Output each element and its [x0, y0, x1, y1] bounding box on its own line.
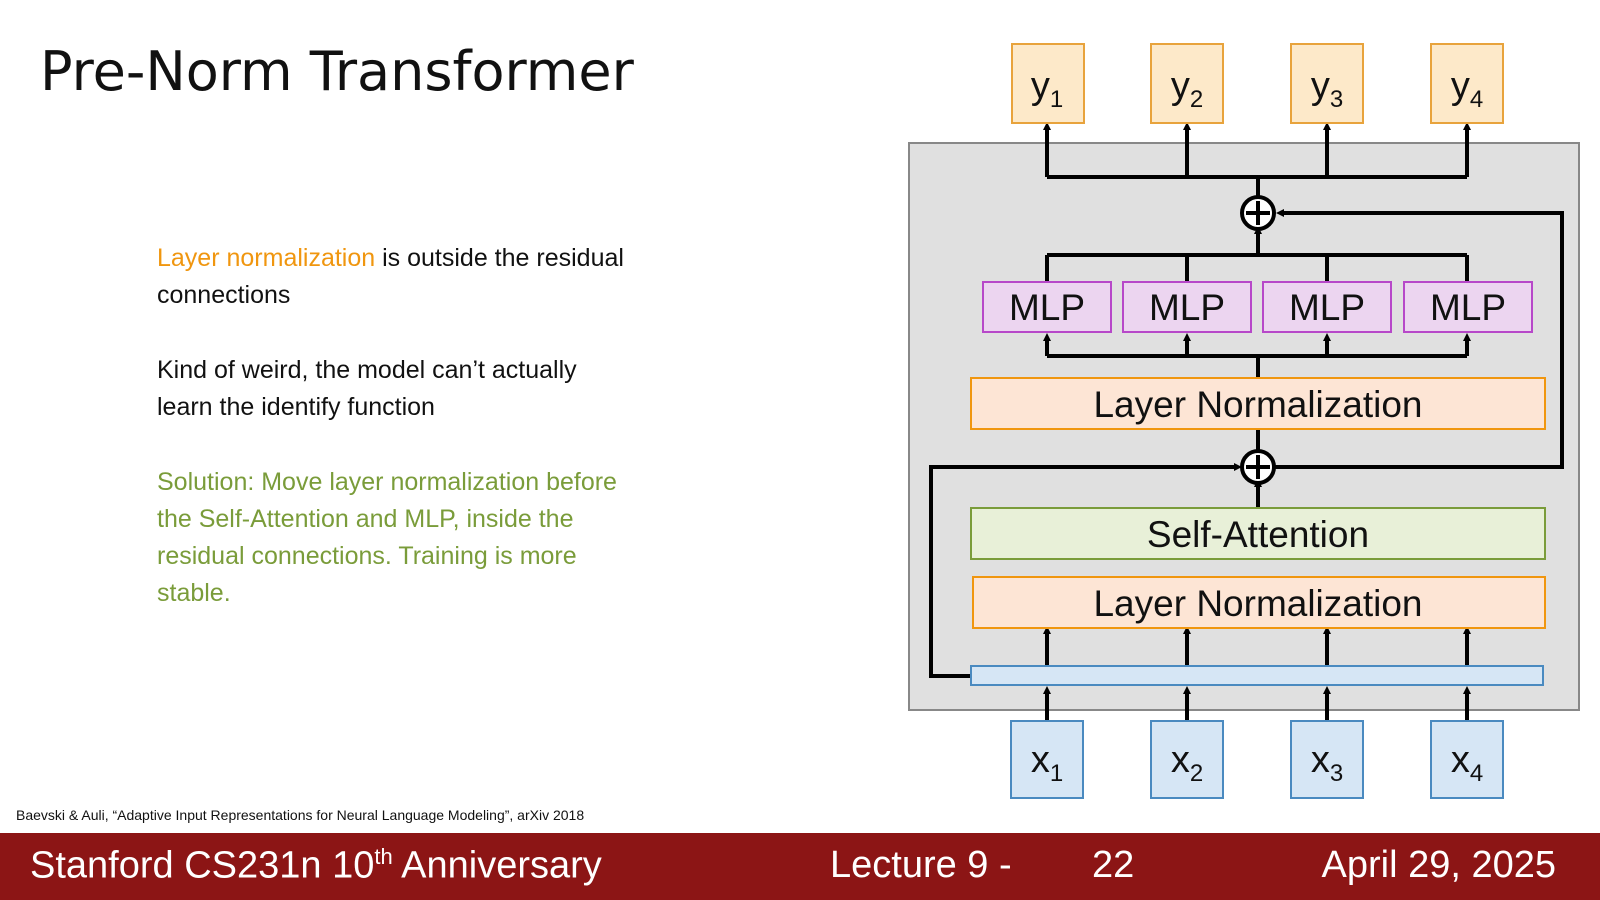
input-label-1: x1 — [1031, 739, 1063, 787]
bullet-highlight: Layer normalization — [157, 244, 376, 272]
residual-1 — [929, 463, 1242, 678]
input-tokens: x1 x2 x3 x4 — [1010, 720, 1504, 799]
input-box-2 — [1150, 720, 1224, 799]
input-label-2: x2 — [1171, 739, 1203, 787]
output-label-3: y3 — [1311, 65, 1343, 113]
output-box-3 — [1290, 43, 1364, 124]
residual-add-top — [1240, 195, 1276, 231]
mlp-box-4 — [1403, 281, 1533, 333]
output-label-4: y4 — [1451, 65, 1483, 113]
input-label-3: x3 — [1311, 739, 1343, 787]
connection-lines — [929, 122, 1564, 720]
mlp-box-1 — [982, 281, 1112, 333]
mlp-label-2: MLP — [1149, 287, 1225, 328]
layer-norm-bottom — [972, 576, 1546, 629]
residual-add-bottom — [1240, 449, 1276, 485]
footer-page-number: 22 — [1092, 844, 1135, 886]
mlp-label-4: MLP — [1430, 287, 1506, 328]
mlp-box-2 — [1122, 281, 1252, 333]
layer-norm-top-label: Layer Normalization — [1093, 384, 1422, 425]
bullet-text: is outside the residual connections — [157, 244, 624, 309]
mlp-box-3 — [1262, 281, 1392, 333]
bullet-solution: Solution: Move layer normalization befor… — [157, 468, 617, 607]
output-label-2: y2 — [1171, 65, 1203, 113]
output-label-1: y1 — [1031, 65, 1063, 113]
footer-bar: Stanford CS231n 10th Anniversary Lecture… — [0, 833, 1600, 900]
self-attention — [970, 507, 1546, 560]
output-box-1 — [1011, 43, 1085, 124]
layer-norm-top — [970, 377, 1546, 430]
footer-lecture: Lecture 9 - — [830, 844, 1012, 886]
slide-title: Pre-Norm Transformer — [40, 40, 634, 103]
mlp-label-3: MLP — [1289, 287, 1365, 328]
output-box-2 — [1150, 43, 1224, 124]
input-box-1 — [1010, 720, 1084, 799]
input-box-3 — [1290, 720, 1364, 799]
footer-date: April 29, 2025 — [1321, 844, 1557, 886]
citation: Baevski & Auli, “Adaptive Input Represen… — [16, 807, 585, 823]
mlp-layer: MLP MLP MLP MLP — [982, 281, 1533, 333]
output-box-4 — [1430, 43, 1504, 124]
residual-2 — [1274, 209, 1564, 469]
input-box-4 — [1430, 720, 1504, 799]
layer-norm-bottom-label: Layer Normalization — [1093, 583, 1422, 624]
bullet-layer-norm-outside: Layer normalization is outside the resid… — [157, 240, 627, 314]
self-attention-label: Self-Attention — [1147, 514, 1369, 555]
output-tokens: y1 y2 y3 y4 — [1011, 43, 1504, 124]
footer-course-title: Stanford CS231n 10th Anniversary — [30, 844, 602, 887]
input-embedding-bar — [970, 665, 1544, 686]
mlp-label-1: MLP — [1009, 287, 1085, 328]
input-label-4: x4 — [1451, 739, 1483, 787]
bullet-identity-function: Kind of weird, the model can’t actually … — [157, 356, 577, 421]
